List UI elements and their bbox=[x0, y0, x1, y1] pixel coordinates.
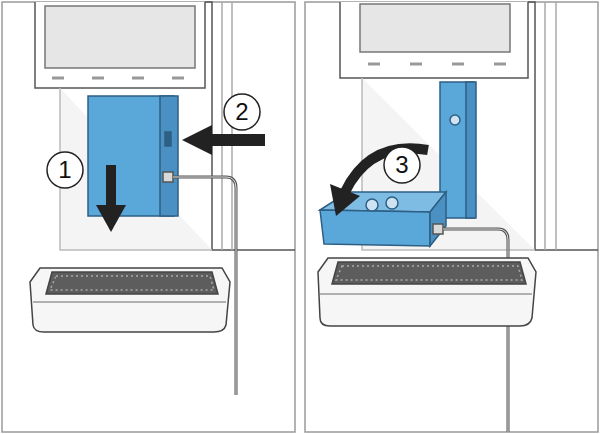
callout-circle bbox=[224, 94, 260, 130]
panel-frame bbox=[2, 2, 295, 432]
callout-number: 3 bbox=[387, 150, 417, 180]
panel-frame bbox=[305, 2, 598, 432]
callout-number: 2 bbox=[227, 97, 257, 127]
direction-arrow bbox=[182, 125, 265, 155]
callout-circle bbox=[384, 147, 420, 183]
direction-arrow bbox=[96, 165, 126, 232]
drip-tray bbox=[30, 268, 230, 332]
rotation-arrow bbox=[330, 148, 428, 216]
callout-circle bbox=[47, 152, 83, 188]
outlet-unit bbox=[88, 96, 178, 216]
machine-body bbox=[35, 2, 295, 250]
drip-tray bbox=[318, 258, 536, 326]
callout-number: 1 bbox=[50, 155, 80, 185]
